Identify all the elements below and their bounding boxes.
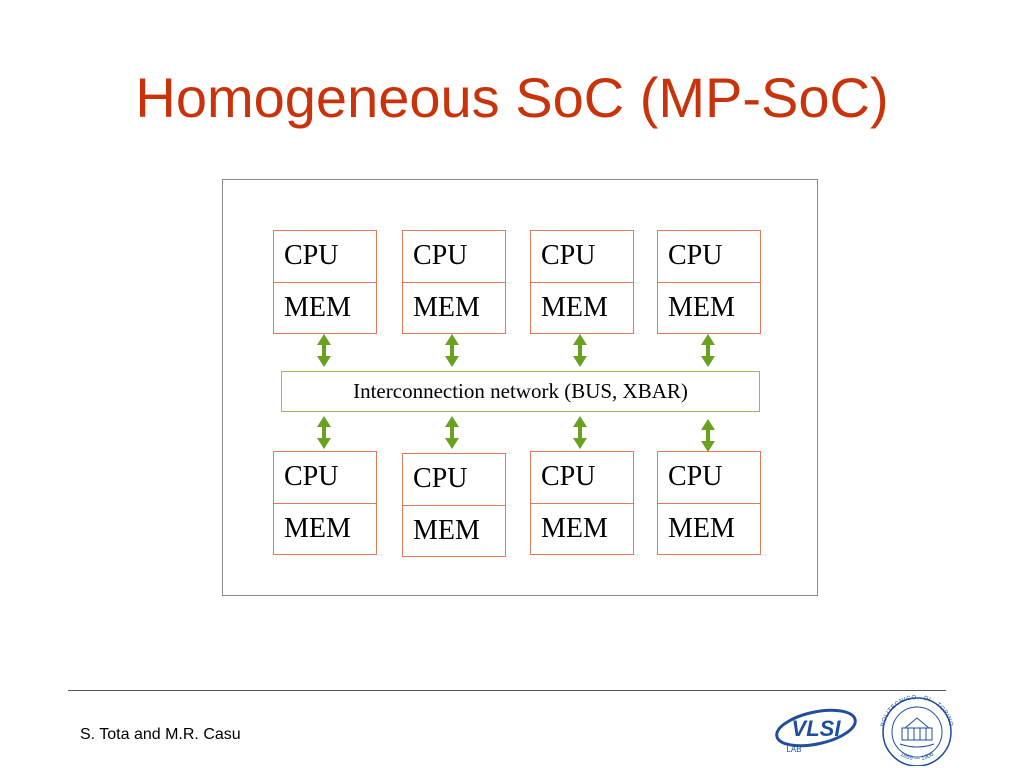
vlsi-logo-text: VLSI: [792, 716, 842, 741]
cpu-mem-node: CPU MEM: [657, 451, 761, 555]
cpu-label: CPU: [284, 461, 339, 492]
polito-seal-years: 1859 — 1906: [899, 751, 936, 762]
node-divider: [274, 503, 376, 504]
node-divider: [403, 282, 505, 283]
node-divider: [658, 282, 760, 283]
vlsi-lab-logo: VLSI LAB: [775, 708, 857, 754]
cpu-mem-node: CPU MEM: [273, 230, 377, 334]
polito-seal-logo: POLITECNICO · DI · TORINO 1859 — 1906: [880, 695, 953, 766]
svg-text:POLITECNICO · DI · TORINO: POLITECNICO · DI · TORINO: [880, 695, 953, 727]
mem-label: MEM: [668, 513, 735, 544]
bidirectional-arrow-icon: [573, 334, 587, 367]
cpu-mem-node: CPU MEM: [530, 451, 634, 555]
author-credit: S. Tota and M.R. Casu: [80, 726, 241, 743]
mem-label: MEM: [413, 292, 480, 323]
cpu-label: CPU: [413, 463, 468, 494]
node-divider: [531, 503, 633, 504]
slide-title: Homogeneous SoC (MP-SoC): [135, 66, 889, 129]
svg-text:1859 — 1906: 1859 — 1906: [899, 751, 936, 762]
mem-label: MEM: [284, 513, 351, 544]
cpu-label: CPU: [541, 240, 596, 271]
vlsi-logo-sub: LAB: [786, 745, 801, 754]
diagram-frame: [222, 179, 818, 596]
bidirectional-arrow-icon: [701, 419, 715, 452]
cpu-mem-node: CPU MEM: [402, 453, 506, 557]
mem-label: MEM: [284, 292, 351, 323]
cpu-mem-node: CPU MEM: [402, 230, 506, 334]
cpu-mem-node: CPU MEM: [530, 230, 634, 334]
cpu-label: CPU: [284, 240, 339, 271]
bidirectional-arrow-icon: [445, 416, 459, 449]
mem-label: MEM: [668, 292, 735, 323]
bidirectional-arrow-icon: [445, 334, 459, 367]
cpu-label: CPU: [413, 240, 468, 271]
seal-emblem-icon: [899, 717, 935, 748]
cpu-label: CPU: [668, 240, 723, 271]
node-divider: [658, 503, 760, 504]
node-divider: [274, 282, 376, 283]
interconnection-network: Interconnection network (BUS, XBAR): [281, 371, 760, 412]
cpu-label: CPU: [668, 461, 723, 492]
node-divider: [403, 505, 505, 506]
mem-label: MEM: [541, 292, 608, 323]
cpu-mem-node: CPU MEM: [657, 230, 761, 334]
bidirectional-arrow-icon: [573, 416, 587, 449]
bidirectional-arrow-icon: [317, 334, 331, 367]
mem-label: MEM: [541, 513, 608, 544]
bidirectional-arrow-icon: [317, 416, 331, 449]
polito-seal-text: POLITECNICO · DI · TORINO: [880, 695, 953, 727]
node-divider: [531, 282, 633, 283]
bidirectional-arrow-icon: [701, 334, 715, 367]
mem-label: MEM: [413, 515, 480, 546]
footer-divider: [68, 690, 946, 691]
cpu-mem-node: CPU MEM: [273, 451, 377, 555]
cpu-label: CPU: [541, 461, 596, 492]
